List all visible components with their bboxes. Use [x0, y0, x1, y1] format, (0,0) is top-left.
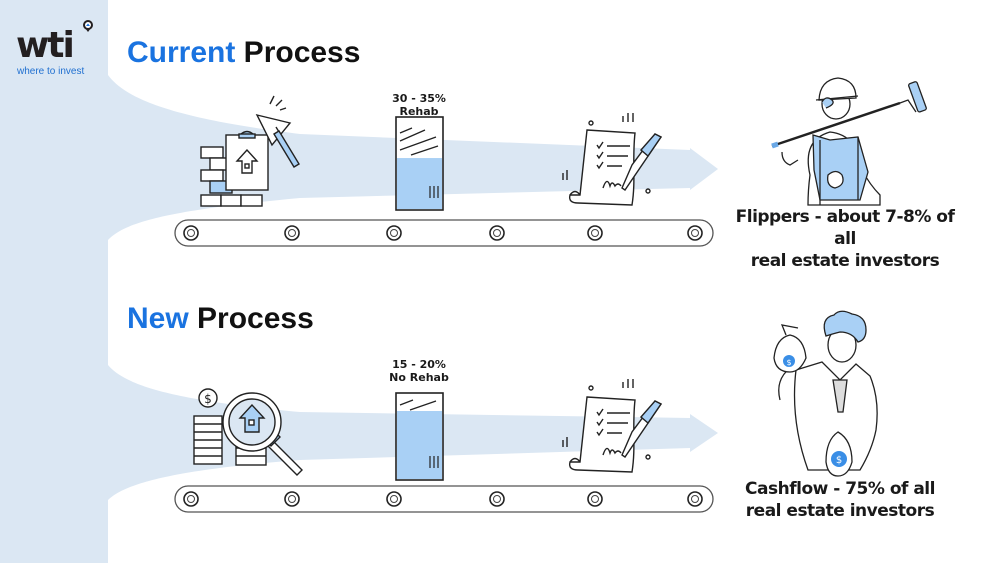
brick-wall-clipboard-trowel-icon — [200, 95, 300, 207]
conveyor-roller — [183, 225, 199, 241]
conveyor-roller-hub — [390, 229, 398, 237]
conveyor-roller-hub — [288, 495, 296, 503]
cashflow-caption: Cashflow - 75% of all real estate invest… — [745, 478, 935, 522]
caption-line-2: real estate investors — [750, 251, 940, 271]
glass-icon-current — [395, 116, 444, 211]
conveyor-roller-hub — [691, 229, 699, 237]
svg-text:$: $ — [204, 392, 212, 406]
logo-tagline: where to invest — [17, 66, 85, 77]
current-process-title: Current Process — [127, 36, 360, 70]
glass-icon-new — [395, 392, 444, 481]
flippers-caption: Flippers - about 7-8% of all real estate… — [735, 206, 955, 272]
glass-percent: 30 - 35% — [392, 92, 446, 105]
svg-text:$: $ — [836, 455, 842, 466]
conveyor-roller-hub — [493, 495, 501, 503]
location-pin-icon — [83, 20, 93, 32]
conveyor-roller-hub — [591, 495, 599, 503]
title-rest: Process — [235, 36, 361, 69]
caption-line-2: real estate investors — [745, 501, 935, 521]
coins-magnifier-house-icon: $ — [193, 388, 303, 476]
glass-caption: No Rehab — [389, 371, 449, 384]
logo-wordmark: wti — [16, 25, 75, 66]
wti-logo: wti where to invest — [14, 20, 96, 80]
glass-label-new: 15 - 20% No Rehab — [374, 358, 464, 384]
conveyor-roller — [284, 491, 300, 507]
conveyor-roller — [183, 491, 199, 507]
conveyor-belt-new — [174, 485, 714, 513]
conveyor-roller — [687, 225, 703, 241]
worker-with-paint-roller-icon — [771, 77, 927, 206]
conveyor-roller-hub — [390, 495, 398, 503]
glass-percent: 15 - 20% — [392, 358, 446, 371]
conveyor-roller — [284, 225, 300, 241]
caption-line-1: Cashflow - 75% of all — [745, 479, 935, 499]
conveyor-roller — [587, 491, 603, 507]
glass-caption: Rehab — [399, 105, 439, 118]
contract-signing-icon-new — [562, 379, 663, 473]
conveyor-roller-hub — [187, 495, 195, 503]
svg-text:$: $ — [786, 358, 791, 367]
caption-line-1: Flippers - about 7-8% of all — [735, 207, 955, 249]
contract-signing-icon-current — [562, 113, 663, 206]
conveyor-roller — [687, 491, 703, 507]
conveyor-roller — [386, 225, 402, 241]
conveyor-roller — [489, 225, 505, 241]
businessman-with-money-bags-icon: $ $ — [773, 310, 878, 477]
new-process-title: New Process — [127, 302, 314, 336]
title-accent: New — [127, 302, 189, 335]
title-rest: Process — [188, 302, 314, 335]
title-accent: Current — [127, 36, 236, 69]
conveyor-roller — [386, 491, 402, 507]
conveyor-roller-hub — [591, 229, 599, 237]
conveyor-belt-current — [174, 219, 714, 247]
left-band — [0, 0, 108, 563]
conveyor-roller-hub — [493, 229, 501, 237]
conveyor-roller — [489, 491, 505, 507]
conveyor-roller-hub — [288, 229, 296, 237]
conveyor-roller-hub — [187, 229, 195, 237]
conveyor-roller-hub — [691, 495, 699, 503]
conveyor-roller — [587, 225, 603, 241]
glass-label-current: 30 - 35% Rehab — [374, 92, 464, 118]
